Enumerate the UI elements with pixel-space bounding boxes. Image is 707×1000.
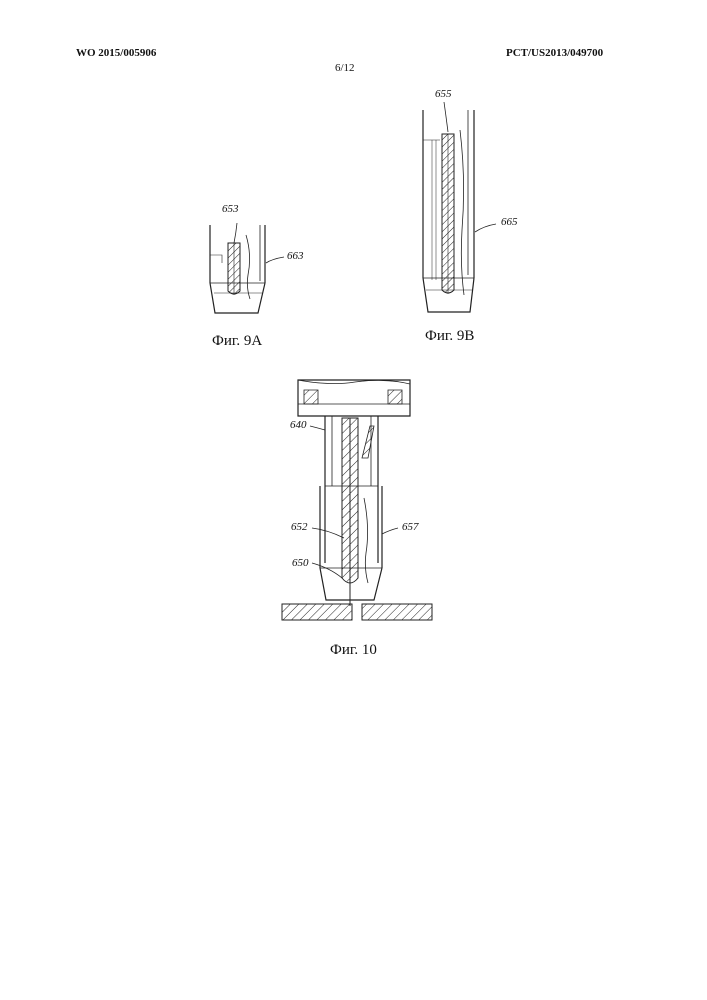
label-663: 663	[287, 250, 304, 262]
label-640: 640	[290, 419, 307, 431]
figure-9a-drawing	[200, 215, 280, 325]
sheet-number: 6/12	[335, 62, 355, 74]
application-number: PCT/US2013/049700	[506, 47, 603, 59]
figure-9b-drawing	[418, 100, 488, 320]
caption-fig-10: Фиг. 10	[330, 642, 377, 659]
publication-number: WO 2015/005906	[76, 47, 156, 59]
caption-fig-9b: Фиг. 9В	[425, 328, 474, 345]
figure-10-drawing	[270, 378, 440, 623]
label-650: 650	[292, 557, 309, 569]
label-657: 657	[402, 521, 419, 533]
label-665: 665	[501, 216, 518, 228]
label-655: 655	[435, 88, 452, 100]
caption-fig-9a: Фиг. 9А	[212, 333, 262, 350]
label-653: 653	[222, 203, 239, 215]
label-652: 652	[291, 521, 308, 533]
